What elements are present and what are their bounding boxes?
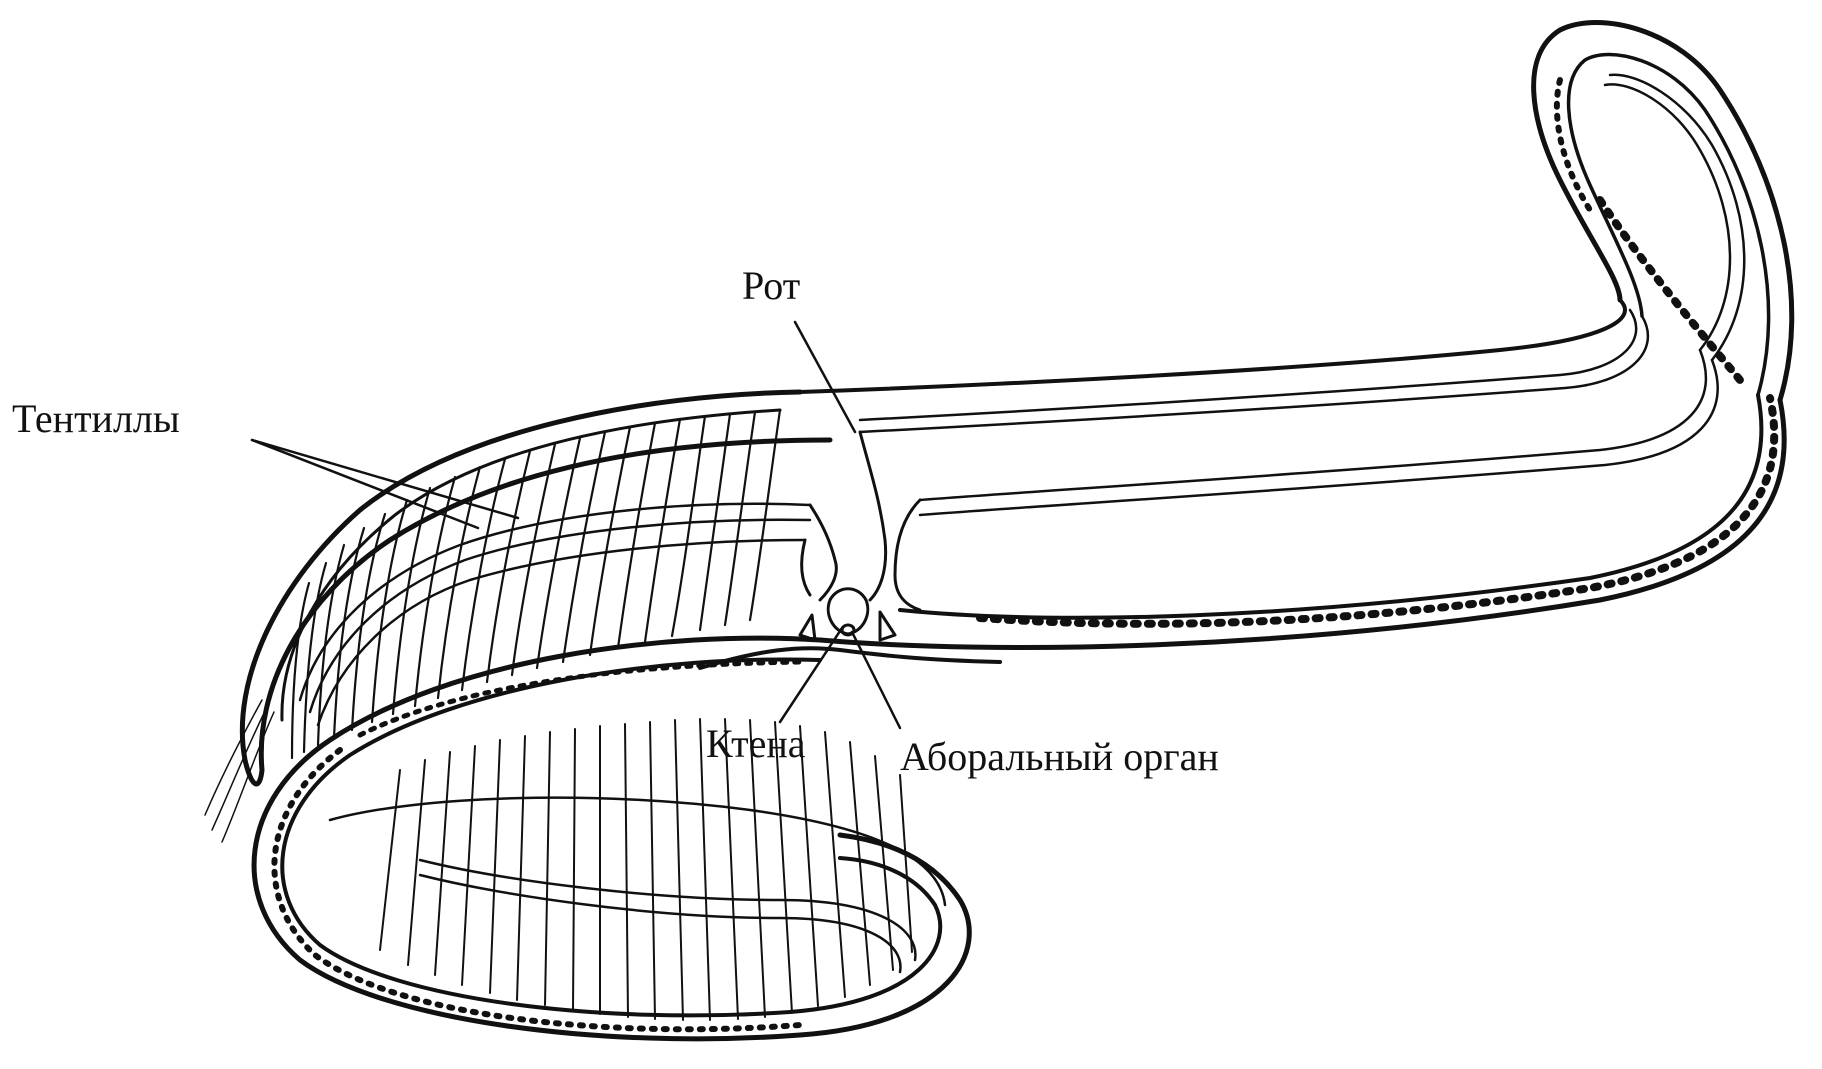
right-band-upper-canal (860, 310, 1636, 420)
label-mouth: Рот (742, 262, 800, 309)
right-hook-comb-row (1600, 200, 1740, 380)
central-canal-right (860, 432, 886, 600)
aboral-organ-shape (800, 589, 895, 640)
central-canal-left (810, 505, 836, 600)
tentilla-leader-line-1 (252, 440, 518, 518)
lower-loop-canal-3 (330, 798, 945, 905)
right-hook-inner (1569, 54, 1769, 395)
central-canal-left-2 (802, 540, 810, 595)
central-canal-right-2 (895, 500, 920, 610)
tentilla-strands-left (292, 410, 780, 758)
right-band-lower-canal (920, 350, 1706, 500)
label-ctene: Ктена (706, 720, 806, 767)
label-aboral-organ: Аборальный орган (900, 733, 1219, 780)
right-comb-row (980, 398, 1774, 624)
label-tentilla: Тентиллы (12, 395, 180, 442)
mouth-leader-line (795, 322, 855, 432)
ctene-leader-line (780, 628, 842, 722)
